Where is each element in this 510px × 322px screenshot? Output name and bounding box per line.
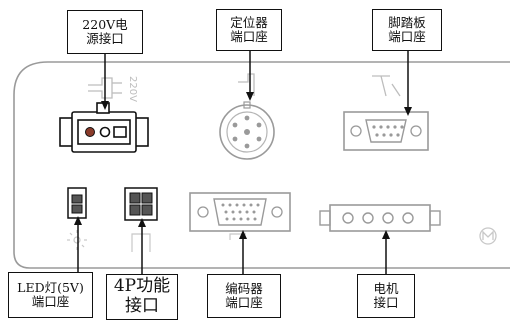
encoder-label-line2: 端口座 [225, 295, 263, 310]
panel-outline [13, 61, 510, 269]
encoder-port [189, 192, 291, 240]
power-socket [59, 102, 149, 153]
locator-label-line1: 定位器 [230, 14, 268, 30]
led-label-line1: LED灯(5V) [17, 279, 84, 295]
voltage-mark: 220V [127, 76, 138, 102]
motor-port-label: 电机 接口 [357, 274, 415, 318]
motor-label-line2: 接口 [373, 295, 399, 310]
four-pin-port [124, 187, 158, 252]
pedal-label-line2: 端口座 [388, 29, 426, 44]
motor-symbol-icon [479, 227, 497, 245]
led-port-label: LED灯(5V) 端口座 [8, 272, 93, 318]
pedal-port [343, 75, 429, 151]
locator-port-label: 定位器 端口座 [216, 9, 282, 51]
encoder-label-line1: 编码器 [225, 280, 263, 296]
power-label-line1: 220V电 [82, 16, 128, 32]
locator-label-line2: 端口座 [230, 29, 268, 44]
motor-port [319, 204, 441, 232]
led-label-line2: 端口座 [31, 294, 70, 309]
led-port [67, 187, 87, 250]
leader-lines [74, 50, 412, 274]
power-port-label: 220V电 源接口 [67, 10, 143, 54]
motor-label-line1: 电机 [373, 280, 399, 296]
power-label-line2: 源接口 [86, 31, 124, 46]
power-plug-icon: 220V [88, 76, 138, 102]
pedal-label-line1: 脚踏板 [388, 14, 426, 30]
locator-port [219, 73, 275, 160]
pedal-port-label: 脚踏板 端口座 [372, 9, 442, 51]
four-pin-label-line2: 接口 [125, 296, 159, 316]
encoder-port-label: 编码器 端口座 [207, 274, 281, 318]
four-pin-label-line1: 4P功能 [113, 276, 171, 297]
four-pin-port-label: 4P功能 接口 [106, 274, 178, 320]
